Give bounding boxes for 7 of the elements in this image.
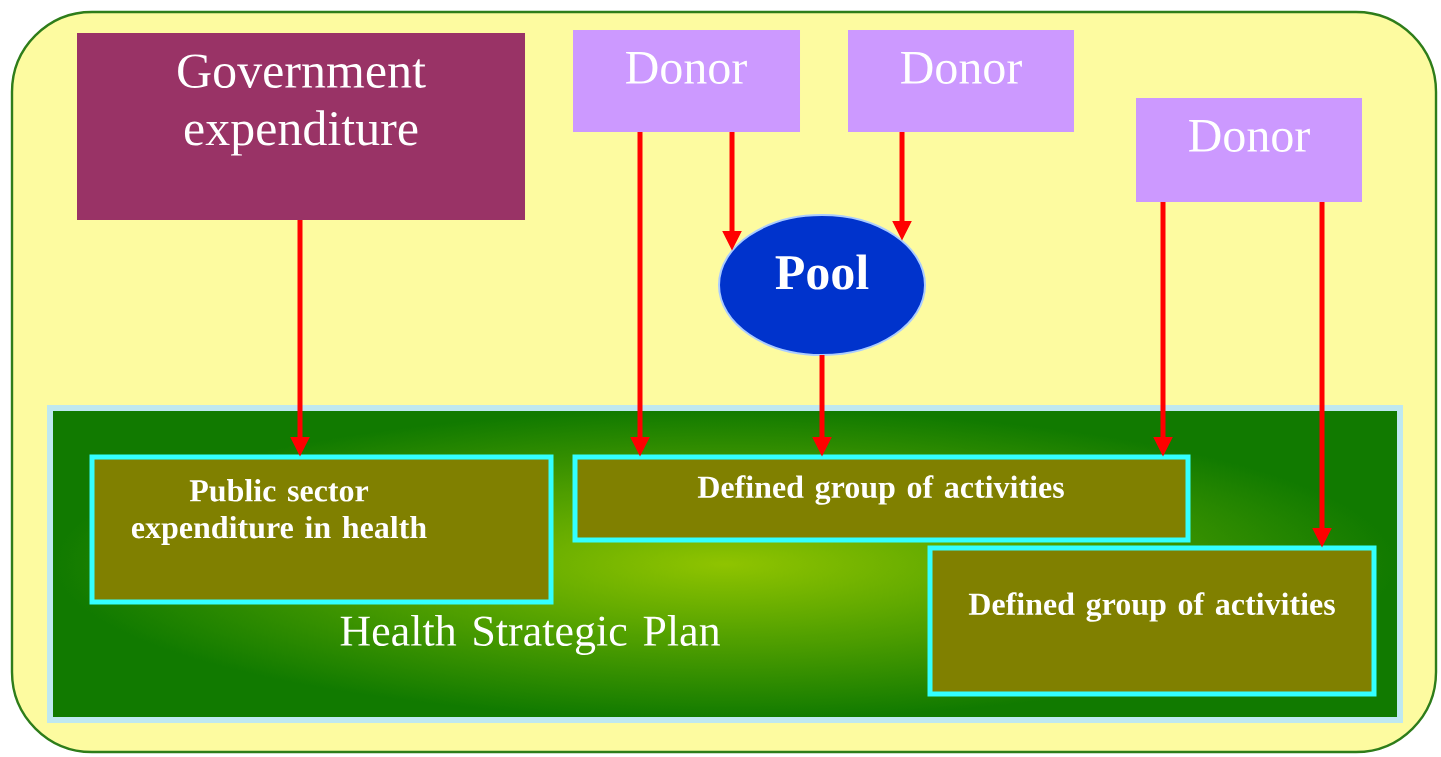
- donor-box: Donor: [1136, 98, 1362, 202]
- activity-box: Defined group of activities: [927, 545, 1377, 697]
- activity-box: Public sector expenditure in health: [89, 454, 554, 605]
- activity-box: Defined group of activities: [572, 454, 1191, 543]
- donor-box: Donor: [848, 30, 1074, 132]
- funding-box: Government expenditure: [77, 33, 525, 220]
- donor-box: Donor: [573, 30, 800, 132]
